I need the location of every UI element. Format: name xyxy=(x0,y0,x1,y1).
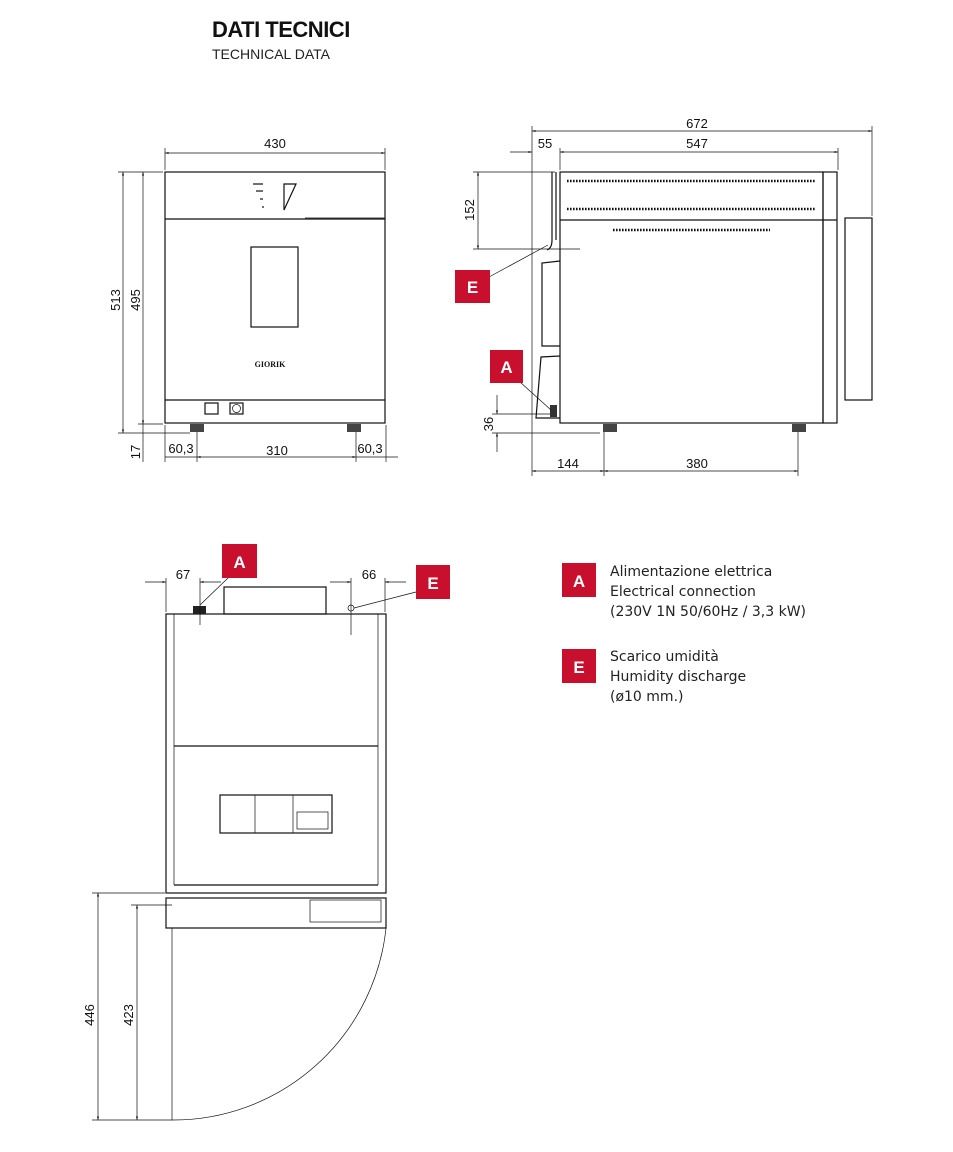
oven-window xyxy=(250,246,299,328)
door-top xyxy=(165,897,387,929)
legend-item-e: E Scarico umidità Humidity discharge (ø1… xyxy=(562,649,746,705)
control-icons xyxy=(253,183,297,211)
connection-point xyxy=(193,606,206,614)
marker-e-badge xyxy=(416,565,450,599)
foot xyxy=(190,424,204,432)
display-icon xyxy=(204,402,219,415)
dim-depth-total: 672 xyxy=(686,116,708,131)
svg-text:Alimentazione elettrica: Alimentazione elettrica xyxy=(610,564,772,580)
dim-side-feet-spacing: 380 xyxy=(686,456,708,471)
dim-discharge-offset: 66 xyxy=(362,567,376,582)
svg-text:(230V 1N 50/60Hz / 3,3 kW): (230V 1N 50/60Hz / 3,3 kW) xyxy=(610,604,806,620)
dim-width: 430 xyxy=(264,136,286,151)
front-view: GIORIK 430 513 495 17 60,3 310 60,3 xyxy=(108,136,398,462)
svg-text:E: E xyxy=(573,658,584,677)
svg-text:(ø10 mm.): (ø10 mm.) xyxy=(610,689,683,705)
dim-height-body: 495 xyxy=(128,289,143,311)
dim-door-swing: 423 xyxy=(121,1004,136,1026)
page-title: DATI TECNICI xyxy=(212,17,350,42)
dim-discharge-height: 152 xyxy=(462,199,477,221)
svg-text:E: E xyxy=(427,574,438,593)
marker-a-badge xyxy=(490,350,523,383)
marker-a-badge xyxy=(222,544,257,578)
label-panel xyxy=(219,794,333,834)
dim-depth-body: 547 xyxy=(686,136,708,151)
top-view: 67 66 446 423 A E xyxy=(82,544,450,1121)
dim-feet-spacing: 310 xyxy=(266,443,288,458)
brand-logo: GIORIK xyxy=(255,360,286,369)
svg-text:A: A xyxy=(500,358,512,377)
legend: A Alimentazione elettrica Electrical con… xyxy=(562,563,806,705)
svg-text:A: A xyxy=(233,553,245,572)
marker-e-badge xyxy=(455,270,490,303)
dim-right-offset: 60,3 xyxy=(357,441,382,456)
side-view: 672 55 547 152 36 144 380 E A xyxy=(455,116,873,476)
top-body xyxy=(165,613,387,894)
dim-door-swing-total: 446 xyxy=(82,1004,97,1026)
knob-icon xyxy=(229,402,244,415)
foot xyxy=(347,424,361,432)
dim-feet: 17 xyxy=(128,445,143,459)
dim-connection-height: 36 xyxy=(481,417,496,431)
dim-height-total: 513 xyxy=(108,289,123,311)
front-body xyxy=(164,171,386,424)
dim-left-offset: 60,3 xyxy=(168,441,193,456)
dim-connection-offset: 67 xyxy=(176,567,190,582)
svg-text:Electrical connection: Electrical connection xyxy=(610,584,756,600)
svg-text:Humidity discharge: Humidity discharge xyxy=(610,669,746,685)
page-subtitle: TECHNICAL DATA xyxy=(212,46,330,62)
legend-item-a: A Alimentazione elettrica Electrical con… xyxy=(562,563,806,620)
door-profile xyxy=(844,217,873,401)
dim-rear-offset: 55 xyxy=(538,136,552,151)
svg-text:E: E xyxy=(467,278,478,297)
svg-text:A: A xyxy=(573,572,585,591)
svg-text:Scarico umidità: Scarico umidità xyxy=(610,649,719,665)
vent-slots xyxy=(567,179,815,232)
door-swing-arc xyxy=(171,927,387,1121)
dim-foot-offset: 144 xyxy=(557,456,579,471)
